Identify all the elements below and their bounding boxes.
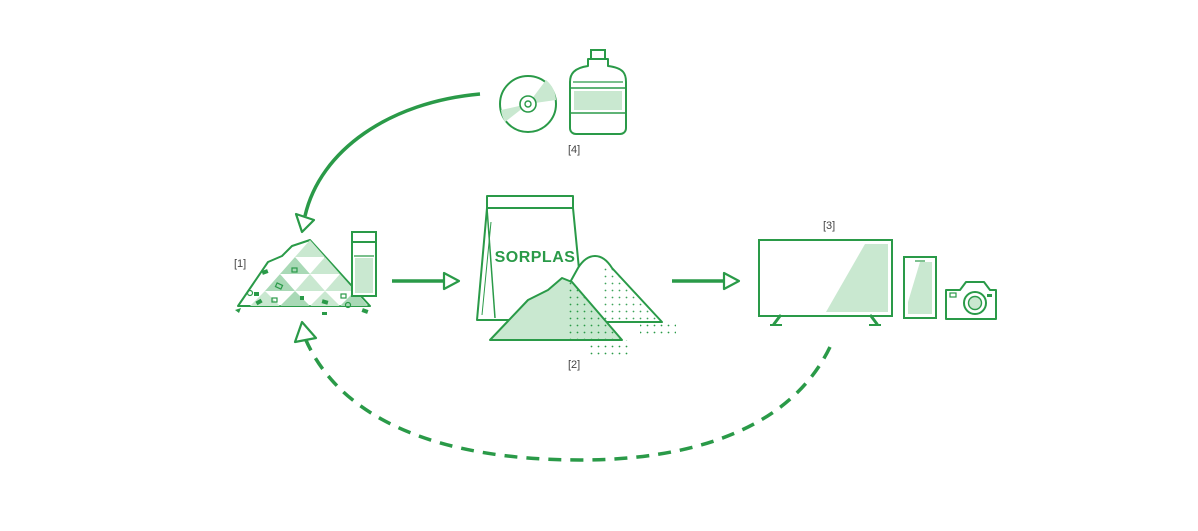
label-products: [3]	[823, 220, 835, 232]
recovered-waste-group: [4]	[499, 49, 627, 156]
camera-icon	[945, 281, 997, 320]
arrow-products-to-raw-dashed	[293, 320, 832, 462]
television-icon	[758, 239, 893, 326]
water-jug-icon	[569, 49, 627, 135]
label-sorplas-material: [2]	[568, 359, 580, 371]
bag-brand-label: SORPLAS	[495, 249, 576, 266]
arrow-material-to-products	[672, 271, 741, 291]
sorplas-material-group: SORPLAS [2]	[476, 195, 676, 371]
resin-pile-icon	[489, 255, 676, 358]
label-recovered-waste: [4]	[568, 144, 580, 156]
label-raw-material: [1]	[234, 258, 246, 270]
disc-icon	[499, 75, 557, 133]
smartphone-icon	[903, 256, 937, 319]
products-group: [3]	[758, 220, 997, 326]
plastic-pile-icon	[235, 239, 371, 315]
arrow-raw-to-material	[392, 271, 461, 291]
arrow-recovered-to-raw	[294, 92, 481, 234]
container-icon	[351, 231, 377, 297]
raw-material-group: [1]	[234, 231, 377, 315]
